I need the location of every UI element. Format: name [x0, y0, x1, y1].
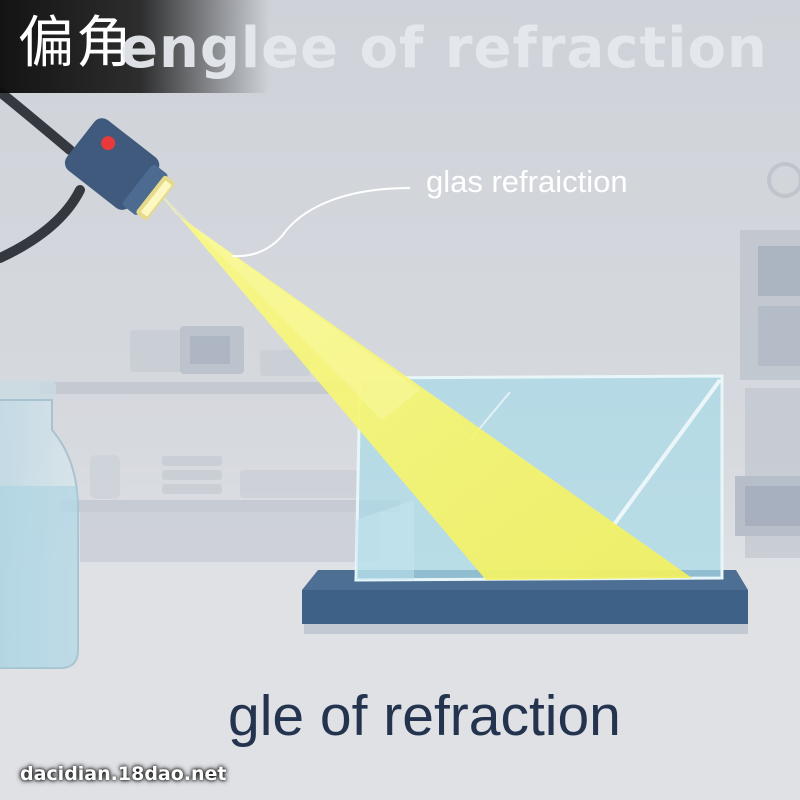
glass-flask-icon	[0, 380, 79, 669]
badge-title: 偏角	[18, 11, 134, 76]
callout-leader	[231, 187, 411, 258]
callout-label: glas refraiction	[426, 164, 628, 199]
light-beam-glow	[150, 182, 420, 420]
page-title-top: englee of refraction	[120, 16, 768, 81]
lab-cabinet	[735, 162, 800, 558]
lamp-cable	[0, 87, 75, 155]
watermark-badge	[0, 0, 270, 93]
page-title-bottom: gle of refraction	[228, 684, 621, 748]
site-watermark: dacidian.18dao.net	[20, 763, 227, 785]
light-beam	[150, 182, 692, 580]
lab-shelf	[40, 326, 410, 562]
light-source-lamp-icon	[64, 118, 175, 220]
